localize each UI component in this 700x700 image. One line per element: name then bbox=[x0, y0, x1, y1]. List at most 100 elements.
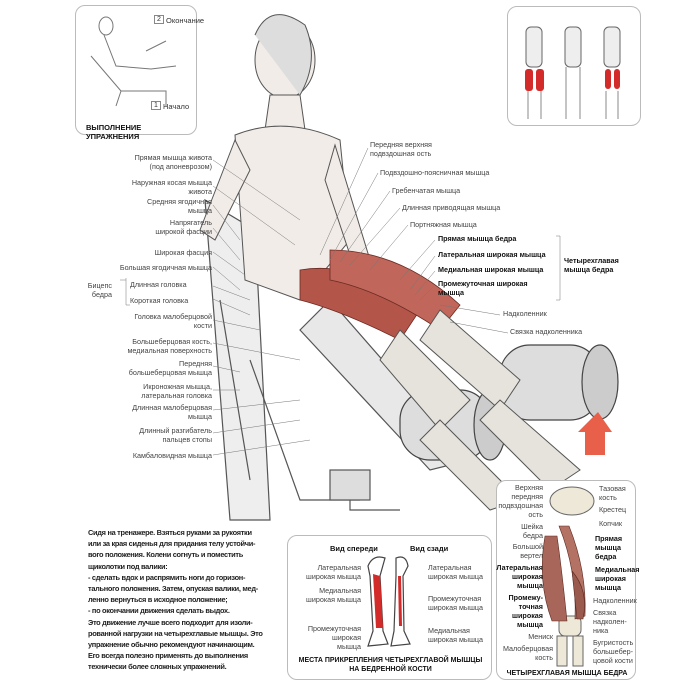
label-line: широкая bbox=[512, 572, 543, 581]
label-line: кости bbox=[193, 321, 212, 330]
back-view-title: Вид сзади bbox=[410, 544, 449, 553]
label-line: Большой bbox=[512, 542, 543, 551]
exercise-sketch bbox=[90, 16, 177, 107]
right-label: Гребенчатая мышца bbox=[392, 186, 460, 195]
label-line: большеберцовая мышца bbox=[128, 368, 212, 377]
label-line: Латеральная широкая мышца bbox=[438, 250, 546, 259]
label-line: Подвздошно-поясничная мышца bbox=[380, 168, 490, 177]
label-line: мышца bbox=[595, 583, 621, 592]
label-line: бедра bbox=[522, 531, 543, 540]
label-line: Прямая мышца живота bbox=[134, 153, 212, 162]
up-arrow-icon bbox=[578, 412, 612, 455]
muscle-map-figures bbox=[525, 26, 621, 119]
end-number: 2 bbox=[154, 15, 164, 24]
label-line: ника bbox=[593, 626, 609, 635]
label-line: мышца bbox=[517, 620, 543, 629]
description-text: Сидя на тренажере. Взяться руками за рук… bbox=[88, 527, 282, 673]
right-label: Подвздошно-поясничная мышца bbox=[380, 168, 489, 177]
label-line: Крестец bbox=[599, 505, 627, 514]
description-line: - сделать вдох и распрямить ноги до гори… bbox=[88, 572, 246, 582]
label-line: Бицепс bbox=[87, 281, 112, 290]
label-line: бедра bbox=[595, 552, 617, 561]
label-line: широкая bbox=[332, 633, 361, 642]
label-line: Напрягатель bbox=[169, 218, 212, 227]
quad-right-label: Копчик bbox=[599, 519, 622, 528]
label-line: мышца bbox=[595, 543, 621, 552]
label-line: Малоберцовая bbox=[502, 644, 553, 653]
quad-label: Прямая мышца бедра bbox=[438, 234, 516, 243]
label-line: большебер- bbox=[593, 647, 634, 656]
left-label: Большеберцовая кость,медиальная поверхно… bbox=[127, 337, 212, 355]
start-label: Начало bbox=[163, 102, 190, 111]
label-line: Прямая мышца бедра bbox=[438, 234, 517, 243]
label-line: Медиальная bbox=[319, 586, 361, 595]
label-line: латеральная головка bbox=[141, 391, 212, 400]
front-view-title: Вид спереди bbox=[330, 544, 378, 553]
label-line: Медиальная широкая мышца bbox=[438, 265, 544, 274]
description-line: тального положения. Затем, опуская валик… bbox=[88, 584, 258, 594]
left-label: Прямая мышца живота(под апоневрозом) bbox=[135, 153, 212, 171]
label-line: передняя bbox=[511, 492, 543, 501]
patella-label: Надколенник bbox=[503, 309, 547, 318]
label-line: подвздошная bbox=[498, 501, 543, 510]
label-line: Большеберцовая кость, bbox=[132, 337, 212, 346]
label-line: Бугристость bbox=[593, 638, 634, 647]
biceps-long-head: Длинная головка bbox=[130, 280, 187, 289]
label-line: широкая мышца bbox=[306, 595, 361, 604]
label-line: точная bbox=[518, 602, 543, 611]
left-label: Камбаловидная мышца bbox=[133, 451, 212, 460]
label-line: мышца bbox=[337, 642, 361, 651]
label-line: Портняжная мышца bbox=[410, 220, 477, 229]
label-line: Латеральная bbox=[428, 563, 472, 572]
label-line: Длинная малоберцовая bbox=[132, 403, 212, 412]
label-line: Шейка bbox=[521, 522, 543, 531]
label-line: Промежуточная широкая bbox=[438, 279, 528, 288]
label-line: Надколенник bbox=[593, 596, 637, 605]
label-line: Копчик bbox=[599, 519, 622, 528]
quad-label: Медиальная широкая мышца bbox=[438, 265, 543, 274]
label-line: Камбаловидная мышца bbox=[132, 451, 212, 460]
left-label: Икроножная мышца,латеральная головка bbox=[141, 382, 212, 400]
label-line: Верхняя bbox=[514, 483, 543, 492]
label-line: мышца bbox=[188, 206, 212, 215]
quadriceps-anatomy bbox=[541, 486, 595, 667]
label-line: Промежуточная bbox=[307, 624, 361, 633]
label-line: мышца бедра bbox=[564, 265, 614, 274]
label-line: надколен- bbox=[593, 617, 627, 626]
inset-title: ВЫПОЛНЕНИЕ УПРАЖНЕНИЯ bbox=[86, 123, 142, 141]
description-line: Это движение лучше всего подходит для из… bbox=[88, 617, 253, 627]
label-line: Промежу- bbox=[508, 593, 543, 602]
label-line: живота bbox=[188, 187, 212, 196]
label-line: мышца bbox=[188, 412, 212, 421]
label-line: широкая мышца bbox=[306, 572, 361, 581]
muscle-map-inset bbox=[507, 6, 641, 126]
label-line: (под апоневрозом) bbox=[149, 162, 212, 171]
label-line: широкая мышца bbox=[428, 603, 483, 612]
label-line: Связка bbox=[593, 608, 617, 617]
label-line: Промежуточная bbox=[428, 594, 482, 603]
label-line: Наружная косая мышца bbox=[131, 178, 212, 187]
label-line: Средняя ягодичная bbox=[147, 197, 212, 206]
label-line: широкая bbox=[512, 611, 543, 620]
left-label: Большая ягодичная мышца bbox=[120, 263, 212, 272]
label-line: Четырехглавая bbox=[564, 256, 619, 265]
end-label: Окончание bbox=[166, 16, 205, 25]
right-label: Портняжная мышца bbox=[410, 220, 477, 229]
description-line: упражнение обычно рекомендуют начинающим… bbox=[88, 640, 255, 650]
